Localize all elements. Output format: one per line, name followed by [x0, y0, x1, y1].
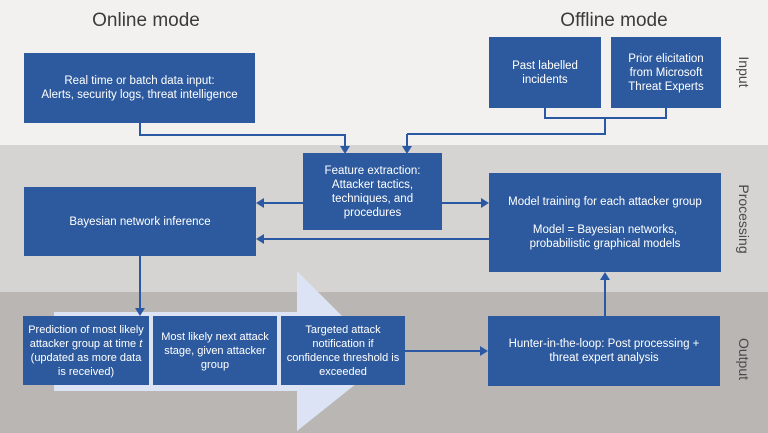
node-text: stage, given attacker: [164, 344, 266, 357]
node-text: Alerts, security logs, threat intelligen…: [41, 89, 238, 101]
node-text: confidence threshold is: [286, 351, 400, 364]
arrowhead-left-icon: [256, 198, 264, 208]
attack-notification-node: Targeted attack notification if confiden…: [281, 316, 405, 385]
node-text: Past labelled: [512, 59, 578, 72]
node-text: from Microsoft: [629, 66, 703, 79]
connector-lines: [139, 108, 667, 352]
model-training-node: Model training for each attacker group M…: [489, 173, 721, 272]
node-text: Real time or batch data input:: [64, 75, 215, 87]
arrowhead-right-icon: [480, 346, 488, 356]
node-text: techniques, and: [331, 192, 414, 205]
prediction-text-pre: Prediction of most likely attacker group…: [28, 323, 144, 350]
node-text: Model = Bayesian networks,: [532, 223, 678, 236]
prediction-text-italic-t: t: [139, 337, 143, 350]
online-mode-title: Online mode: [92, 10, 200, 31]
bayesian-inference-node: Bayesian network inference: [24, 187, 256, 256]
connector-offline-to-feature: [406, 108, 667, 147]
node-text: threat expert analysis: [549, 352, 659, 364]
node-text: notification if: [312, 337, 374, 350]
node-text: probabilistic graphical models: [529, 237, 681, 250]
node-text: Most likely next attack: [161, 330, 269, 343]
node-text: Attacker tactics,: [331, 178, 414, 191]
feature-extraction-node: Feature extraction: Attacker tactics, te…: [303, 153, 442, 230]
prediction-text-post: (updated as more data is received): [30, 351, 142, 378]
node-text: Feature extraction:: [324, 164, 421, 177]
node-text: Hunter-in-the-loop: Post processing +: [508, 338, 700, 350]
arrowhead-down-icon: [402, 146, 412, 154]
node-text: Prediction of most likely attacker group…: [27, 323, 145, 379]
node-text: Model training for each attacker group: [508, 195, 702, 208]
arrowhead-right-icon: [481, 198, 489, 208]
prior-elicitation-node: Prior elicitation from Microsoft Threat …: [611, 37, 721, 108]
realtime-input-node: Real time or batch data input: Alerts, s…: [24, 53, 255, 123]
node-text: Targeted attack: [305, 323, 381, 336]
node-text: Threat Experts: [628, 80, 704, 93]
connector-arrowheads: [135, 146, 610, 356]
connector-realtime-to-feature: [139, 123, 346, 147]
arrowhead-down-icon: [135, 308, 145, 316]
processing-band-label: Processing: [736, 184, 752, 254]
node-text: exceeded: [319, 365, 367, 378]
arrowhead-left-icon: [256, 234, 264, 244]
node-text: incidents: [522, 73, 568, 86]
arrowhead-up-icon: [600, 272, 610, 280]
offline-mode-title: Offline mode: [560, 10, 668, 31]
prediction-node: Prediction of most likely attacker group…: [23, 316, 149, 385]
input-band-label: Input: [736, 56, 752, 88]
next-attack-stage-node: Most likely next attack stage, given att…: [153, 316, 277, 385]
node-text: group: [200, 358, 230, 371]
output-band-label: Output: [736, 337, 752, 381]
node-text: procedures: [343, 206, 402, 219]
node-text: Bayesian network inference: [69, 215, 211, 228]
node-text: Prior elicitation: [628, 52, 704, 65]
hunter-in-the-loop-node: Hunter-in-the-loop: Post processing + th…: [488, 316, 720, 386]
arrowhead-down-icon: [340, 146, 350, 154]
past-incidents-node: Past labelled incidents: [489, 37, 601, 108]
